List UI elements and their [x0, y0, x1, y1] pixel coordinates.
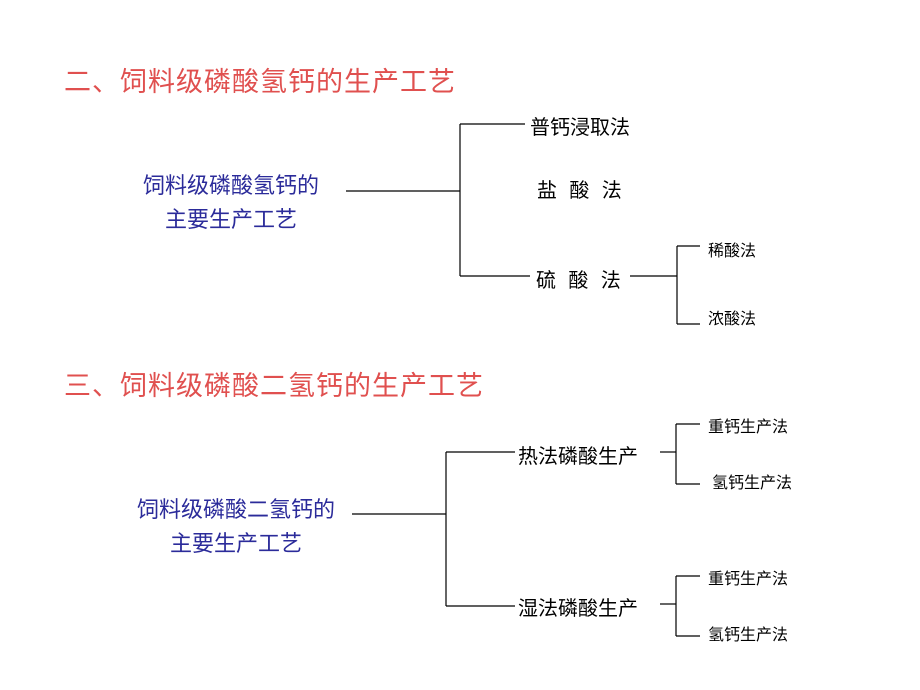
section2-heading: 二、饲料级磷酸氢钙的生产工艺 — [64, 67, 456, 98]
section2-sub-2: 浓酸法 — [708, 309, 757, 328]
section2-method-1: 普钙浸取法 — [530, 115, 630, 139]
section3-thermal-sub-1: 重钙生产法 — [708, 417, 789, 436]
section2-sub-1: 稀酸法 — [708, 241, 757, 260]
section2-method-3: 硫 酸 法 — [536, 268, 621, 292]
section3-thermal-sub-2: 氢钙生产法 — [712, 473, 793, 492]
section3-root: 饲料级磷酸二氢钙的 主要生产工艺 — [116, 494, 356, 562]
section3-root-line2: 主要生产工艺 — [169, 532, 302, 557]
section2-method-2: 盐 酸 法 — [537, 178, 622, 202]
section3-method-wet: 湿法磷酸生产 — [518, 596, 638, 620]
section2-root: 饲料级磷酸氢钙的 主要生产工艺 — [120, 170, 342, 238]
section3-method-thermal: 热法磷酸生产 — [518, 444, 638, 468]
section3-heading: 三、饲料级磷酸二氢钙的生产工艺 — [64, 371, 484, 402]
section2-root-line2: 主要生产工艺 — [164, 208, 297, 233]
section3-wet-sub-2: 氢钙生产法 — [708, 625, 789, 644]
section2-root-line1: 饲料级磷酸氢钙的 — [142, 174, 319, 199]
section3-wet-sub-1: 重钙生产法 — [708, 569, 789, 588]
section3-root-line1: 饲料级磷酸二氢钙的 — [136, 498, 335, 523]
